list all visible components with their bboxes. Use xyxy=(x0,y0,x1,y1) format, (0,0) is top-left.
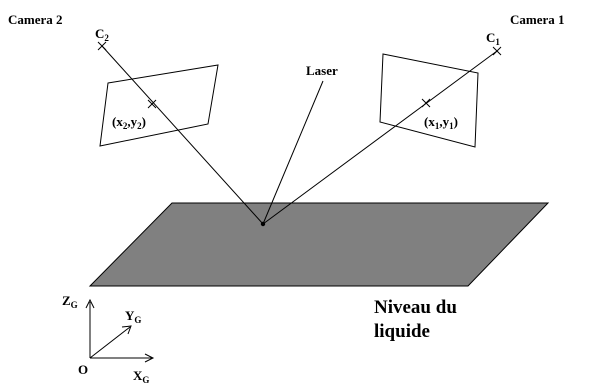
camera1-image-point-marker xyxy=(421,98,431,108)
y-axis-label: YG xyxy=(125,308,141,325)
camera2-center-label: C2 xyxy=(95,26,109,43)
camera2-image-point-label: (x2,y2) xyxy=(112,114,146,131)
x-axis-label: XG xyxy=(133,368,149,385)
camera2-title: Camera 2 xyxy=(8,12,63,27)
camera1-image-point-label: (x1,y1) xyxy=(424,114,458,131)
laser-point xyxy=(260,221,266,227)
liquid-level-label-line1: Niveau du xyxy=(374,297,457,318)
liquid-surface-plane xyxy=(88,202,550,287)
camera2-image-point-marker xyxy=(147,99,157,109)
origin-label: O xyxy=(78,362,88,377)
camera1-ray xyxy=(262,50,498,225)
coordinate-axes xyxy=(85,298,155,363)
z-axis-label: ZG xyxy=(62,293,78,310)
camera1-center-marker xyxy=(492,46,502,56)
camera1-center-label: C1 xyxy=(486,30,500,47)
camera1-title: Camera 1 xyxy=(510,12,565,27)
camera2-image-plane xyxy=(99,64,219,147)
liquid-level-label-line2: liquide xyxy=(374,321,430,342)
camera2-center-marker xyxy=(97,41,107,51)
laser-label: Laser xyxy=(306,63,338,78)
camera2-ray xyxy=(101,45,264,225)
laser-beam xyxy=(262,80,324,225)
